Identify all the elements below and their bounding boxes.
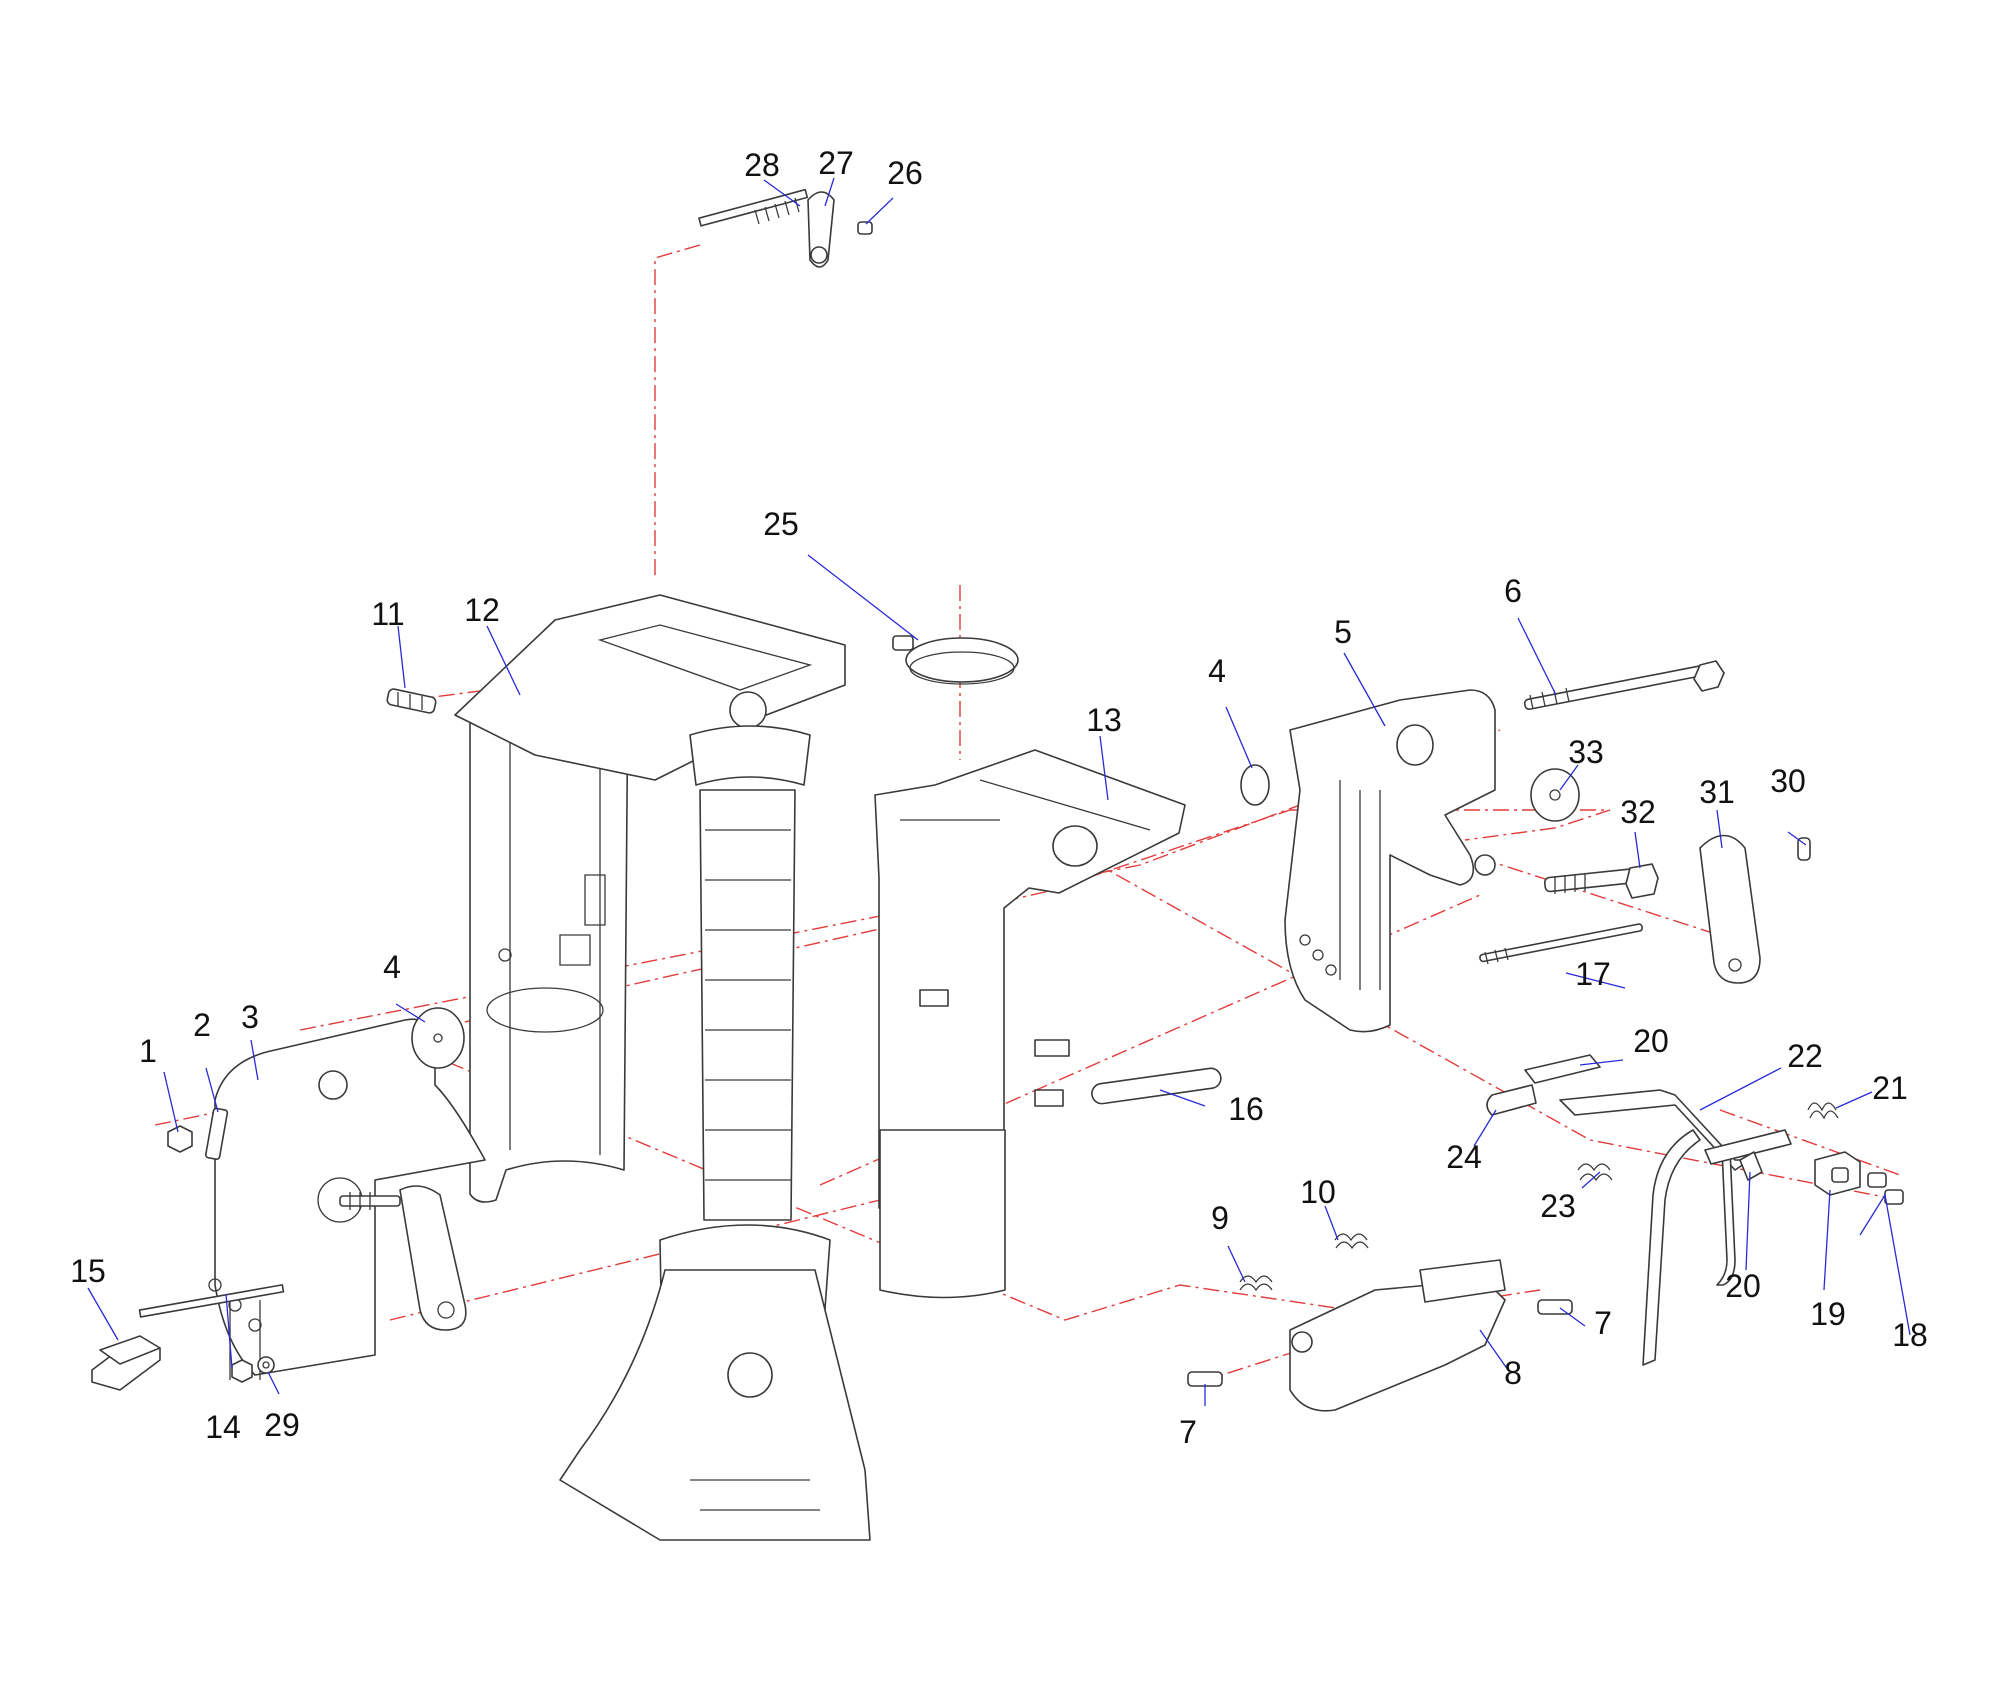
- part-4-washer-left: [411, 1007, 465, 1069]
- callout-3: 3: [241, 999, 259, 1035]
- callout-20-lower: 20: [1725, 1268, 1761, 1304]
- callout-10: 10: [1300, 1174, 1336, 1210]
- callout-20-top: 20: [1633, 1023, 1669, 1059]
- part-14-nut: [231, 1359, 253, 1383]
- part-4-washer-right: [1240, 764, 1270, 806]
- callout-6: 6: [1504, 573, 1522, 609]
- part-28-link-rod: [698, 188, 809, 227]
- leader-lines: [87, 177, 1911, 1406]
- callout-14: 14: [205, 1409, 241, 1445]
- part-20-clip-top: [1524, 1054, 1601, 1084]
- callout-28: 28: [744, 147, 780, 183]
- callout-27: 27: [818, 145, 854, 181]
- part-13-swivel-bracket: [874, 749, 1186, 1299]
- callout-4-left: 4: [383, 949, 401, 985]
- callout-8: 8: [1504, 1355, 1522, 1391]
- callout-9: 9: [1211, 1200, 1229, 1236]
- part-1-nut: [167, 1125, 193, 1153]
- callout-19: 19: [1810, 1296, 1846, 1332]
- part-drive-shaft-housing: [454, 594, 871, 1541]
- part-10-spring: [1334, 1233, 1369, 1250]
- part-31-lever: [1699, 834, 1761, 984]
- part-tilt-bolt-left: [339, 1192, 401, 1210]
- part-19-stopper: [1814, 1151, 1861, 1196]
- part-26-screw: [857, 221, 873, 235]
- callout-11: 11: [371, 596, 404, 632]
- callout-21: 21: [1872, 1070, 1908, 1106]
- callout-15: 15: [70, 1253, 106, 1289]
- part-25-band-clamp: [892, 635, 1019, 685]
- callout-30: 30: [1770, 763, 1806, 799]
- part-15-thrust-rod: [91, 1284, 285, 1391]
- part-5-clamp-bracket-right: [1284, 689, 1496, 1033]
- callout-4-right: 4: [1208, 653, 1226, 689]
- part-7-bolt-upper: [1537, 1299, 1573, 1315]
- part-17-rod: [1479, 923, 1644, 965]
- part-11-plug: [386, 688, 437, 714]
- part-7-bolt-lower: [1187, 1371, 1223, 1387]
- part-18-screws: [1867, 1172, 1904, 1205]
- callout-16: 16: [1228, 1091, 1264, 1127]
- part-16-pin: [1091, 1067, 1222, 1105]
- part-33-washer: [1530, 768, 1580, 822]
- callout-12: 12: [464, 592, 500, 628]
- callout-22: 22: [1787, 1038, 1823, 1074]
- callout-5: 5: [1334, 614, 1352, 650]
- callout-2: 2: [193, 1007, 211, 1043]
- callout-29: 29: [264, 1407, 300, 1443]
- part-27-lever: [807, 191, 835, 268]
- callout-33: 33: [1568, 734, 1604, 770]
- part-2-plate: [204, 1107, 229, 1160]
- part-6-through-bolt: [1523, 660, 1725, 711]
- part-8-tilt-plate: [1289, 1259, 1506, 1412]
- part-23-spring: [1577, 1163, 1613, 1182]
- callout-7-upper: 7: [1594, 1305, 1612, 1341]
- part-30-pin: [1797, 837, 1811, 861]
- callout-24: 24: [1446, 1139, 1482, 1175]
- callout-7-lower: 7: [1179, 1414, 1197, 1450]
- part-21-spring: [1807, 1102, 1839, 1120]
- part-tilt-lever-left: [399, 1185, 467, 1331]
- callout-23: 23: [1540, 1188, 1576, 1224]
- callout-32: 32: [1620, 794, 1656, 830]
- callout-26: 26: [887, 155, 923, 191]
- part-24-grip: [1486, 1084, 1537, 1116]
- part-20-clip-lower: [1739, 1151, 1763, 1181]
- part-32-bolt: [1543, 863, 1659, 899]
- callout-13: 13: [1086, 702, 1122, 738]
- part-9-spring: [1239, 1275, 1273, 1292]
- part-29-washer: [257, 1356, 275, 1374]
- part-22-tilt-rod: [1559, 1089, 1792, 1366]
- callout-25: 25: [763, 506, 799, 542]
- callout-18: 18: [1892, 1317, 1928, 1353]
- callout-17: 17: [1575, 956, 1611, 992]
- callout-labels: 1 2 3 4 4 5 6 7 7 8 9 10 11 12 13 14 15 …: [70, 145, 1928, 1450]
- callout-31: 31: [1699, 774, 1735, 810]
- callout-1: 1: [139, 1033, 157, 1069]
